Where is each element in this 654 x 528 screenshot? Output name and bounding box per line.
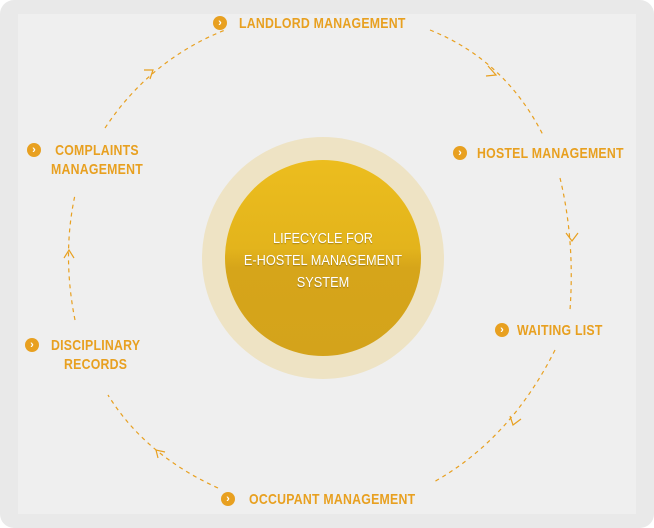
chevron-right-icon: › xyxy=(453,146,467,160)
chevron-right-icon: › xyxy=(495,323,509,337)
arrow-icon xyxy=(155,449,166,459)
chevron-right-icon: › xyxy=(213,16,227,30)
center-line: E-HOSTEL MANAGEMENT xyxy=(243,252,403,269)
center-line: SYSTEM xyxy=(296,274,350,291)
arrow-icon xyxy=(63,248,75,259)
chevron-right-icon: › xyxy=(221,492,235,506)
arc-disciplinary-to-complaints xyxy=(67,194,76,321)
step-label: MANAGEMENT xyxy=(51,161,143,178)
arrow-icon xyxy=(144,69,154,80)
arc-landlord-to-hostel xyxy=(429,29,544,136)
step-label: OCCUPANT MANAGEMENT xyxy=(249,491,416,508)
arc-waiting-to-occupant xyxy=(431,349,556,484)
step-occupant-management: › OCCUPANT MANAGEMENT xyxy=(221,490,452,509)
arc-occupant-to-disciplinary xyxy=(107,394,219,489)
step-waiting-list: › WAITING LIST xyxy=(495,321,621,340)
step-label: COMPLAINTS xyxy=(55,142,139,159)
arrow-icon xyxy=(565,232,579,242)
step-label: RECORDS xyxy=(64,356,128,373)
arrow-icon xyxy=(509,415,522,426)
step-complaints-management: › COMPLAINTS MANAGEMENT xyxy=(27,141,163,179)
step-label: WAITING LIST xyxy=(517,322,603,339)
step-disciplinary-records: › DISCIPLINARY RECORDS xyxy=(25,336,160,374)
chevron-right-icon: › xyxy=(25,338,39,352)
step-label: DISCIPLINARY xyxy=(51,337,141,354)
chevron-right-icon: › xyxy=(27,143,41,157)
center-line: LIFECYCLE FOR xyxy=(273,230,373,247)
arc-complaints-to-landlord xyxy=(104,29,226,129)
step-label: LANDLORD MANAGEMENT xyxy=(239,15,406,32)
arc-hostel-to-waiting xyxy=(559,177,572,311)
step-hostel-management: › HOSTEL MANAGEMENT xyxy=(453,144,654,163)
step-label: HOSTEL MANAGEMENT xyxy=(477,145,624,162)
step-landlord-management: › LANDLORD MANAGEMENT xyxy=(213,14,442,33)
center-circle: LIFECYCLE FOR E-HOSTEL MANAGEMENT SYSTEM xyxy=(225,160,421,356)
center-title: LIFECYCLE FOR E-HOSTEL MANAGEMENT SYSTEM xyxy=(240,228,407,294)
arrow-icon xyxy=(485,65,498,77)
